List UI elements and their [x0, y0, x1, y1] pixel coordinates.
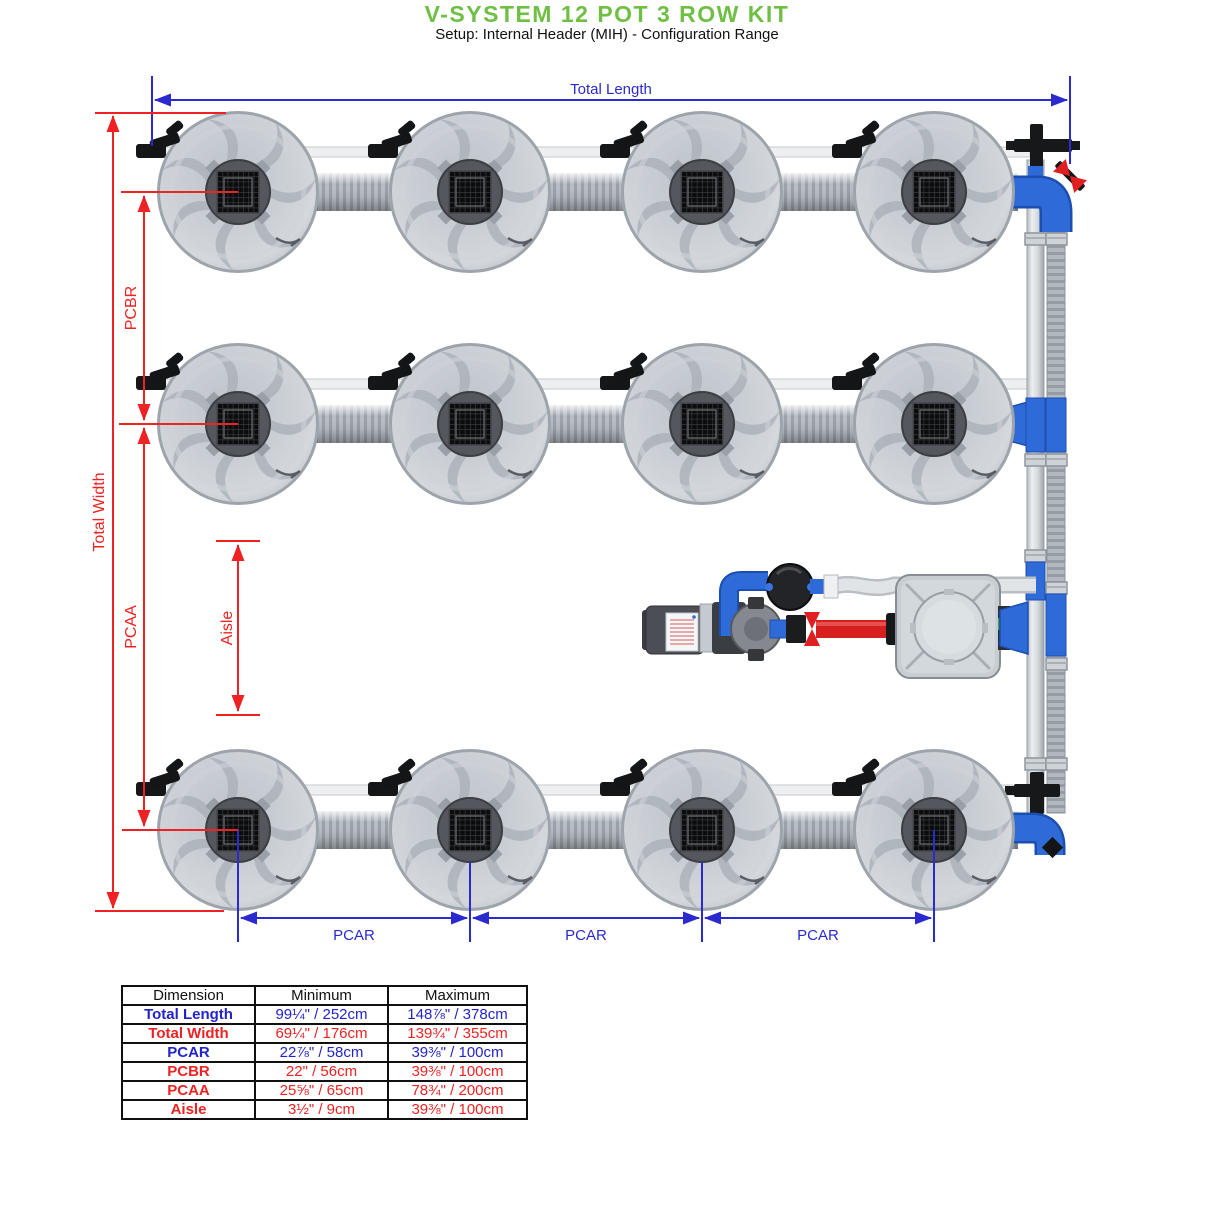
pot — [845, 343, 1015, 505]
dim-total-length — [151, 76, 1071, 164]
feed-pipe — [1026, 159, 1045, 814]
col-header-dimension: Dimension — [121, 985, 256, 1006]
header-manifold — [1005, 124, 1087, 859]
row-label: PCBR — [121, 1061, 256, 1082]
dim-row-leaders — [119, 191, 238, 831]
col-header-maximum: Maximum — [387, 985, 528, 1006]
row-min: 3½" / 9cm — [254, 1099, 389, 1120]
col-header-minimum: Minimum — [254, 985, 389, 1006]
row-pipes — [302, 173, 1018, 849]
feed-hose — [830, 578, 1036, 594]
label-pcar-1: PCAR — [333, 927, 375, 944]
reservoir — [895, 574, 1029, 679]
row-max: 39⅜" / 100cm — [387, 1099, 528, 1120]
dimension-annotations — [95, 76, 1071, 942]
row-min: 69¼" / 176cm — [254, 1023, 389, 1044]
pot — [381, 111, 551, 273]
label-pcaa: PCAA — [123, 605, 140, 649]
table-row: PCBR 22" / 56cm 39⅜" / 100cm — [121, 1061, 528, 1082]
pot — [845, 111, 1015, 273]
row-max: 148⅞" / 378cm — [387, 1004, 528, 1025]
pot — [381, 749, 551, 911]
label-pcar-2: PCAR — [565, 927, 607, 944]
row-label: Aisle — [121, 1099, 256, 1120]
row-max: 139¾" / 355cm — [387, 1023, 528, 1044]
table-row: Total Length 99¼" / 252cm 148⅞" / 378cm — [121, 1004, 528, 1025]
row-min: 25⅝" / 65cm — [254, 1080, 389, 1101]
blue-reducer-reservoir — [999, 601, 1029, 655]
pot — [613, 111, 783, 273]
row-min: 99¼" / 252cm — [254, 1004, 389, 1025]
table-row: Aisle 3½" / 9cm 39⅜" / 100cm — [121, 1099, 528, 1120]
red-valve-icon — [804, 612, 820, 629]
manifold-top-fitting — [1006, 124, 1080, 168]
row-label: Total Length — [121, 1004, 256, 1025]
inline-filter — [766, 563, 814, 611]
pot — [613, 749, 783, 911]
label-total-length: Total Length — [570, 81, 652, 98]
dim-pcar — [237, 830, 935, 942]
row-max: 39⅜" / 100cm — [387, 1061, 528, 1082]
dim-aisle — [216, 540, 260, 716]
table-header-row: Dimension Minimum Maximum — [121, 985, 528, 1006]
pump-assembly — [642, 563, 1036, 661]
label-aisle: Aisle — [219, 611, 236, 646]
dim-total-width — [95, 112, 226, 912]
page-title: V-SYSTEM 12 POT 3 ROW KIT — [424, 1, 790, 27]
table-row: Total Width 69¼" / 176cm 139¾" / 355cm — [121, 1023, 528, 1044]
label-pcar-3: PCAR — [797, 927, 839, 944]
pump-blue-pipe — [721, 573, 768, 636]
manifold-bottom-fitting — [1005, 772, 1060, 814]
table-row: PCAR 22⅞" / 58cm 39⅜" / 100cm — [121, 1042, 528, 1063]
row-max: 39⅜" / 100cm — [387, 1042, 528, 1063]
pump-outlet-fitting — [786, 615, 806, 643]
dimension-table: Dimension Minimum Maximum Total Length 9… — [121, 985, 528, 1120]
row-min: 22⅞" / 58cm — [254, 1042, 389, 1063]
drain-valve-icon — [1053, 159, 1087, 193]
page-subtitle: Setup: Internal Header (MIH) - Configura… — [435, 26, 779, 43]
row-max: 78¾" / 200cm — [387, 1080, 528, 1101]
pot — [381, 343, 551, 505]
label-pcbr: PCBR — [123, 286, 140, 330]
row-label: Total Width — [121, 1023, 256, 1044]
row-min: 22" / 56cm — [254, 1061, 389, 1082]
dimension-labels: Total Length PCAR PCAR PCAR Total Width … — [91, 81, 839, 944]
pot — [845, 749, 1015, 911]
row-label: PCAR — [121, 1042, 256, 1063]
row-label: PCAA — [121, 1080, 256, 1101]
table-row: PCAA 25⅝" / 65cm 78¾" / 200cm — [121, 1080, 528, 1101]
bottom-cap — [1041, 836, 1064, 859]
label-total-width: Total Width — [91, 472, 108, 551]
pot — [613, 343, 783, 505]
blue-sleeve-return — [1045, 593, 1067, 657]
return-pipe — [1046, 205, 1066, 814]
